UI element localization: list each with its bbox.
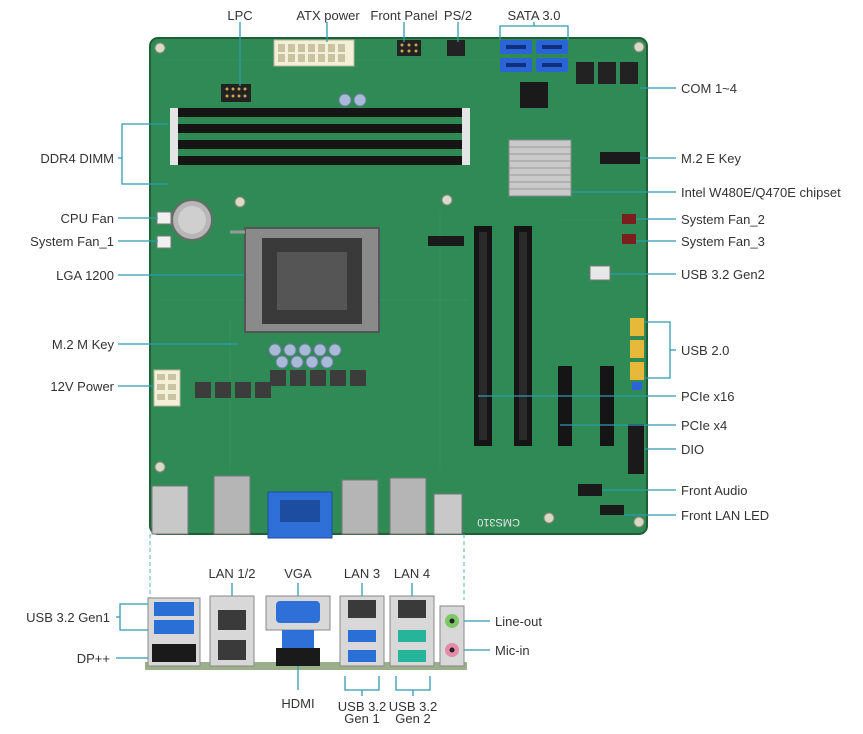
label-usb-gen1-left: USB 3.2 Gen1 <box>26 610 110 625</box>
label-lpc: LPC <box>227 8 253 23</box>
lan4-usb-stack <box>389 595 435 667</box>
label-usb-bottom-gen1-line2: Gen 1 <box>344 711 380 726</box>
lan12-stack <box>209 595 255 667</box>
front-panel-header <box>397 40 421 56</box>
label-pcie-x16: PCIe x16 <box>681 389 735 404</box>
lga1200-socket <box>230 227 380 333</box>
label-m2-e-key: M.2 E Key <box>681 151 741 166</box>
system-fan2-header <box>622 214 636 224</box>
label-ddr4-dimm: DDR4 DIMM <box>40 151 114 166</box>
lpc-header <box>221 84 251 102</box>
label-sata: SATA 3.0 <box>507 8 561 23</box>
label-system-fan-1: System Fan_1 <box>30 234 114 249</box>
board-silkscreen: CMS310 <box>477 516 520 528</box>
io-leader-lines <box>116 583 490 696</box>
chipset-heatsink <box>508 139 572 197</box>
cmos-battery <box>171 199 213 241</box>
label-front-audio: Front Audio <box>681 483 748 498</box>
sata-ports <box>500 40 568 72</box>
m2-e-key-slot <box>600 152 640 164</box>
ddr4-dimm-slots <box>170 108 470 165</box>
pcie-x4-slots <box>558 366 614 446</box>
label-system-fan-3: System Fan_3 <box>681 234 765 249</box>
label-usb32-gen2: USB 3.2 Gen2 <box>681 267 765 282</box>
board-rear-io <box>151 475 463 539</box>
ps2-header <box>447 40 465 56</box>
audio-jacks <box>439 605 465 667</box>
usb20-headers <box>630 318 644 390</box>
label-usb-bottom-gen2-line1: USB 3.2 <box>388 699 438 714</box>
label-system-fan-2: System Fan_2 <box>681 212 765 227</box>
leader-lines <box>118 22 676 516</box>
atx-power-connector <box>273 39 355 67</box>
label-com: COM 1~4 <box>681 81 737 96</box>
label-dp: DP++ <box>76 651 110 666</box>
label-usb-bottom-gen1-line1: USB 3.2 <box>337 699 387 714</box>
label-front-lan-led: Front LAN LED <box>681 508 770 523</box>
usb32-gen2-header <box>589 265 611 281</box>
label-12v-power: 12V Power <box>50 379 114 394</box>
io-panel <box>145 595 467 670</box>
lan3-usb-stack <box>339 595 385 667</box>
label-line-out: Line-out <box>495 614 542 629</box>
vga-hdmi-stack <box>265 595 331 666</box>
system-fan1-header <box>156 235 172 249</box>
vrm-chokes <box>195 370 366 398</box>
label-hdmi: HDMI <box>281 696 315 711</box>
label-ps2: PS/2 <box>443 8 473 23</box>
label-atx-power: ATX power <box>296 8 360 23</box>
label-mic-in: Mic-in <box>495 643 530 658</box>
pcie-x16-slots <box>474 226 532 446</box>
capacitors <box>268 93 367 369</box>
power-12v-connector <box>153 369 181 407</box>
m2-m-key-slot <box>428 236 464 246</box>
label-lan4: LAN 4 <box>393 566 431 581</box>
dio-header <box>628 424 644 474</box>
front-audio-header <box>578 484 602 496</box>
label-vga: VGA <box>284 566 312 581</box>
usb-gen1-dp-stack <box>147 597 201 667</box>
label-m2-m-key: M.2 M Key <box>51 337 114 352</box>
dashed-guides <box>149 534 465 600</box>
label-front-panel: Front Panel <box>370 8 438 23</box>
label-pcie-x4: PCIe x4 <box>681 418 728 433</box>
com-headers <box>576 62 638 84</box>
label-cpu-fan: CPU Fan <box>60 211 114 226</box>
label-usb20: USB 2.0 <box>681 343 730 358</box>
label-lan3: LAN 3 <box>343 566 381 581</box>
label-lga1200: LGA 1200 <box>56 268 114 283</box>
front-lan-led-header <box>600 505 624 515</box>
system-fan3-header <box>622 234 636 244</box>
label-chipset: Intel W480E/Q470E chipset <box>681 185 841 200</box>
io-controller-chip <box>520 82 548 108</box>
cpu-fan-header <box>156 211 172 225</box>
label-lan12: LAN 1/2 <box>208 566 256 581</box>
label-usb-bottom-gen2-line2: Gen 2 <box>395 711 431 726</box>
label-dio: DIO <box>681 442 705 457</box>
